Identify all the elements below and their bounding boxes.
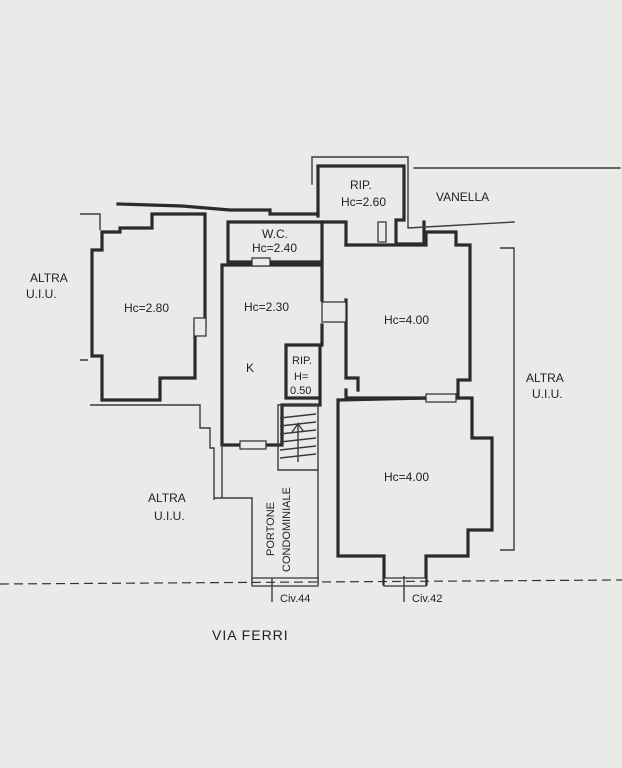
street-line bbox=[0, 579, 622, 585]
rip-top-height: Hc=2.60 bbox=[341, 195, 386, 209]
wall-corridor bbox=[320, 220, 360, 392]
right-bottom-room-height: Hc=4.00 bbox=[384, 470, 429, 484]
wall-outer-left bbox=[80, 213, 215, 500]
door-kitchen bbox=[239, 440, 267, 450]
stair-treads bbox=[279, 413, 317, 462]
altra-right-2: U.I.U. bbox=[532, 387, 563, 401]
street-name: VIA FERRI bbox=[212, 627, 289, 643]
civ42-label: Civ.42 bbox=[412, 593, 442, 605]
rip-top-label: RIP. bbox=[350, 178, 372, 192]
portone-label: PORTONE bbox=[265, 502, 277, 556]
center-room-height: Hc=2.30 bbox=[244, 300, 289, 314]
rip-small-value: 0.50 bbox=[290, 385, 311, 397]
altra-left-2: U.I.U. bbox=[26, 287, 57, 301]
wc-label: W.C. bbox=[262, 227, 288, 241]
altra-bottom-1: ALTRA bbox=[148, 491, 186, 505]
labels: RIP. Hc=2.60 VANELLA W.C. Hc=2.40 Hc=2.8… bbox=[26, 178, 564, 643]
altra-right-1: ALTRA bbox=[526, 371, 564, 385]
left-room-height: Hc=2.80 bbox=[124, 301, 169, 315]
condominiale-label: CONDOMINIALE bbox=[281, 487, 293, 572]
right-top-room-height: Hc=4.00 bbox=[384, 313, 429, 327]
rip-small-label: RIP. bbox=[292, 355, 312, 367]
vanella-label: VANELLA bbox=[436, 190, 489, 204]
rip-small-h: H= bbox=[294, 371, 308, 383]
walls bbox=[80, 156, 621, 586]
door-civ42 bbox=[383, 577, 427, 587]
door-wc bbox=[251, 257, 271, 267]
door-center-right bbox=[321, 301, 347, 323]
wall-top bbox=[116, 202, 320, 216]
wall-rip-small bbox=[284, 343, 322, 400]
door-markers bbox=[193, 221, 457, 587]
wall-portone bbox=[214, 445, 319, 584]
kitchen-label: K bbox=[246, 361, 254, 375]
door-left-room bbox=[193, 317, 207, 337]
wc-height: Hc=2.40 bbox=[252, 241, 297, 255]
altra-bottom-2: U.I.U. bbox=[154, 509, 185, 523]
wall-left-room bbox=[90, 212, 207, 402]
wall-outer-top-right bbox=[311, 156, 621, 229]
wall-outer-right bbox=[500, 247, 515, 551]
civ44-label: Civ.44 bbox=[280, 593, 310, 605]
altra-left-1: ALTRA bbox=[30, 271, 68, 285]
wall-wc bbox=[226, 220, 324, 264]
wall-right-bottom-room bbox=[336, 396, 494, 586]
door-rip-top bbox=[377, 221, 387, 243]
door-right-bottom bbox=[425, 393, 457, 403]
